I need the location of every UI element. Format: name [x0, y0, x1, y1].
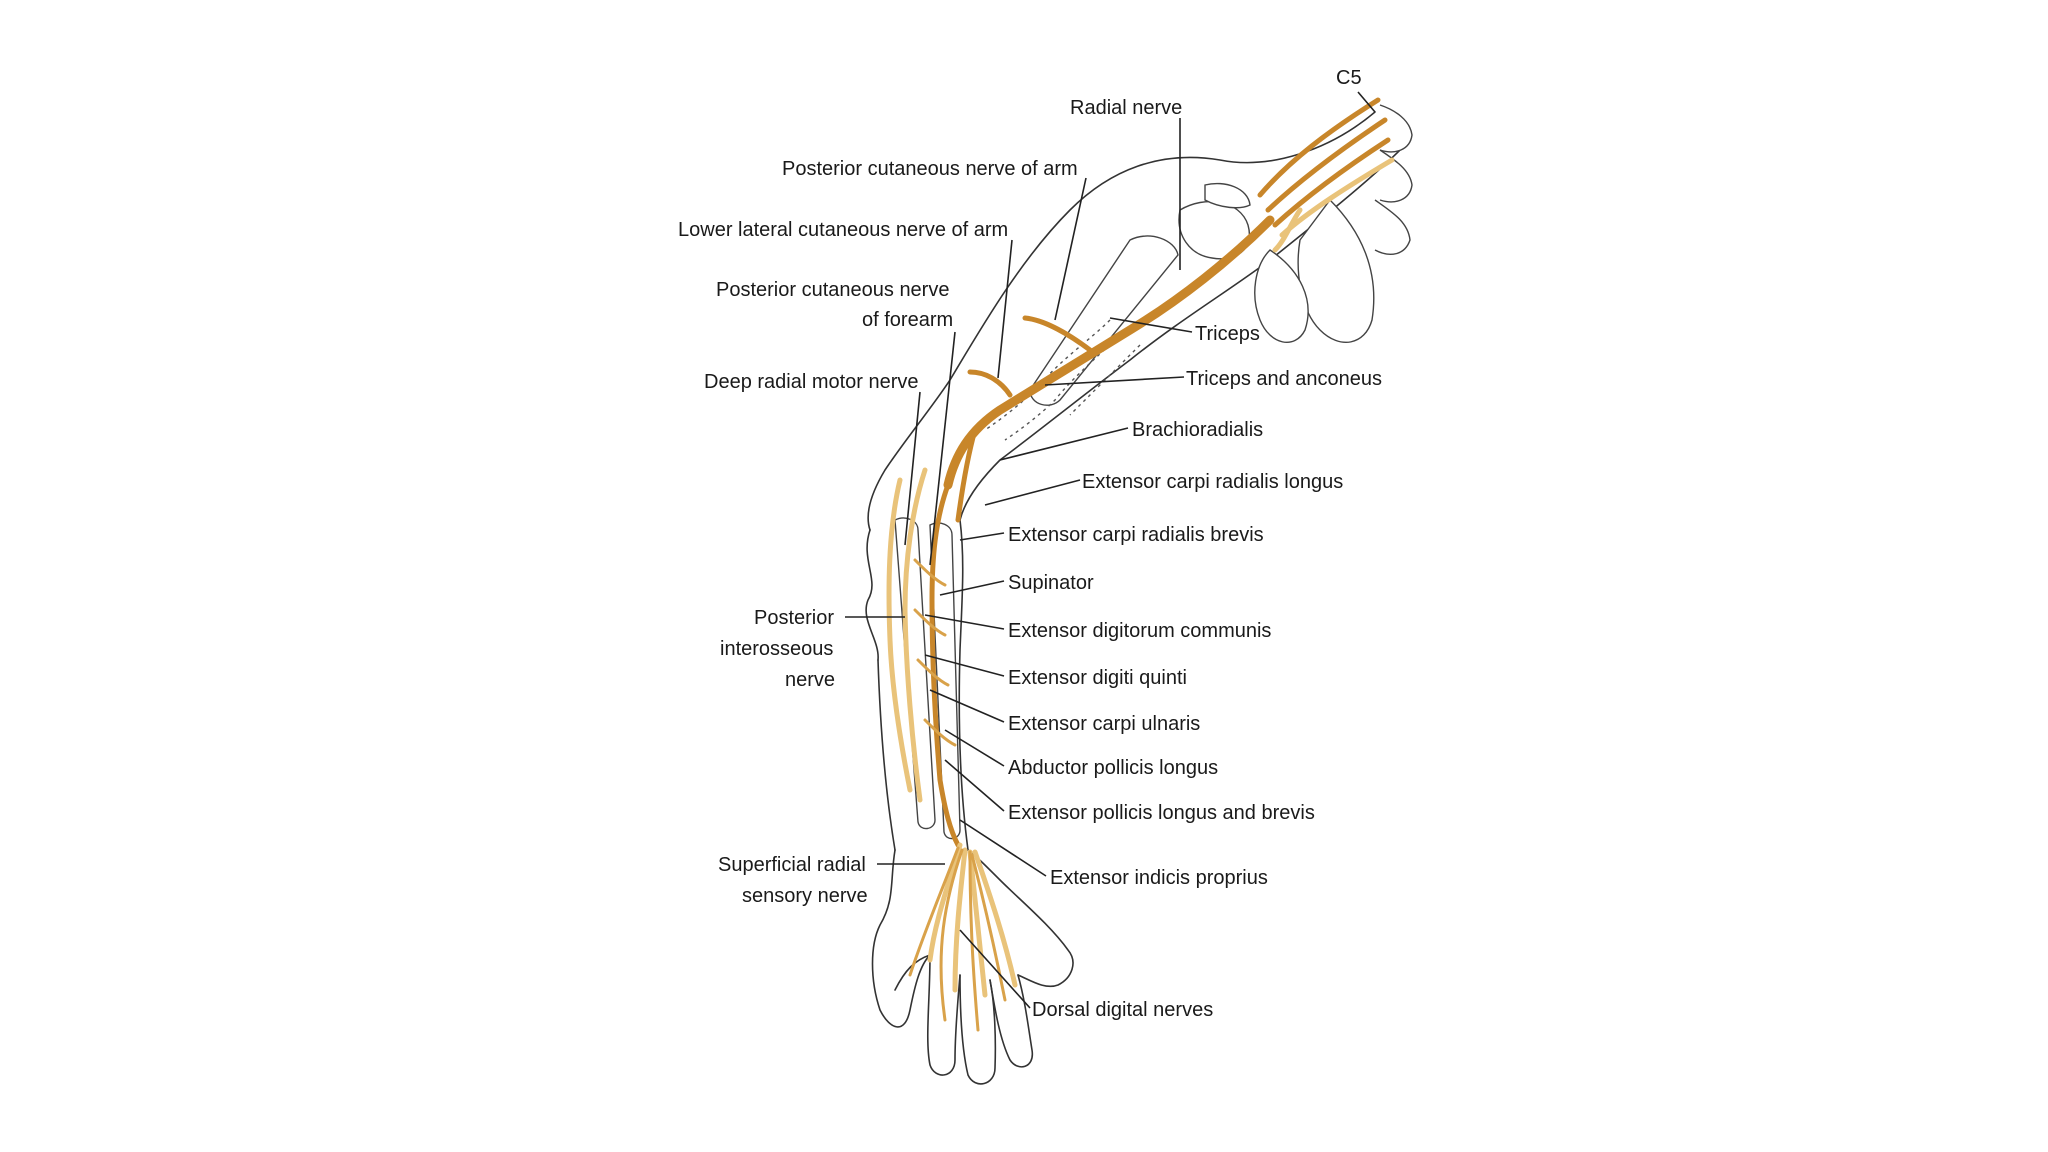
label-lower-lateral-cutaneous: Lower lateral cutaneous nerve of arm — [678, 219, 1008, 241]
label-edq: Extensor digiti quinti — [1008, 667, 1187, 689]
label-radial-nerve: Radial nerve — [1070, 97, 1182, 119]
label-brachioradialis: Brachioradialis — [1132, 419, 1263, 441]
label-c5: C5 — [1336, 67, 1362, 89]
label-eip: Extensor indicis proprius — [1050, 867, 1268, 889]
label-triceps: Triceps — [1195, 323, 1260, 345]
label-superficial-radial-2: sensory nerve — [742, 885, 868, 907]
label-ecu: Extensor carpi ulnaris — [1008, 713, 1200, 735]
label-pin-3: nerve — [785, 669, 835, 691]
label-pin-2: interosseous — [720, 638, 833, 660]
label-apl: Abductor pollicis longus — [1008, 757, 1218, 779]
leader-lines — [845, 91, 1376, 1009]
label-dorsal-digital: Dorsal digital nerves — [1032, 999, 1213, 1021]
label-posterior-cutaneous-forearm-2: of forearm — [862, 309, 953, 331]
label-triceps-anconeus: Triceps and anconeus — [1186, 368, 1382, 390]
label-ecrl: Extensor carpi radialis longus — [1082, 471, 1343, 493]
label-epl: Extensor pollicis longus and brevis — [1008, 802, 1315, 824]
labels: C5 Radial nerve Posterior cutaneous nerv… — [678, 67, 1382, 1021]
label-posterior-cutaneous-forearm-1: Posterior cutaneous nerve — [716, 279, 949, 301]
label-pin-1: Posterior — [754, 607, 834, 629]
label-edc: Extensor digitorum communis — [1008, 620, 1271, 642]
label-deep-radial-motor: Deep radial motor nerve — [704, 371, 919, 393]
nerve-paths — [886, 97, 1395, 1032]
label-ecrb: Extensor carpi radialis brevis — [1008, 524, 1264, 546]
label-superficial-radial-1: Superficial radial — [718, 854, 866, 876]
label-posterior-cutaneous-arm: Posterior cutaneous nerve of arm — [782, 158, 1078, 180]
label-supinator: Supinator — [1008, 572, 1094, 594]
